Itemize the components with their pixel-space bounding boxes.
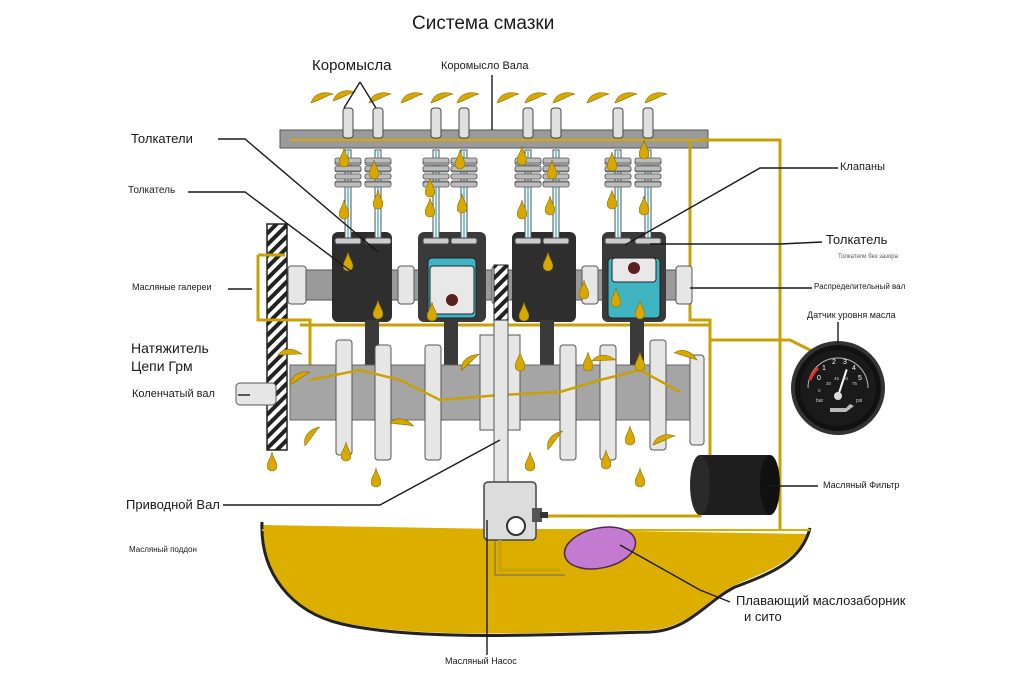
- label-timing-tensioner-1: Натяжитель: [131, 340, 209, 356]
- oil-drop-icon: [644, 92, 668, 104]
- oil-drop-icon: [496, 92, 520, 104]
- oil-drop-icon: [586, 92, 610, 104]
- cylinder-4: [602, 232, 666, 322]
- oil-drop-icon: [430, 92, 454, 104]
- oil-drop-icon: [525, 452, 535, 472]
- oil-pan: [262, 525, 808, 634]
- gauge-needle: [837, 369, 848, 397]
- cylinder-3: [512, 232, 576, 322]
- oil-drop-icon: [614, 92, 638, 104]
- valve-3: [422, 107, 450, 245]
- gauge-unit-psi: psi: [856, 398, 862, 404]
- oil-drop-icon: [267, 452, 277, 472]
- oil-drop-icon: [456, 92, 480, 104]
- gauge-inner-1: 30: [826, 381, 832, 386]
- label-timing-tensioner-2: Цепи Грм: [131, 358, 193, 374]
- label-valves: Клапаны: [840, 161, 885, 173]
- gauge-inner-4: 75: [852, 381, 858, 386]
- oil-drop-icon: [400, 92, 424, 104]
- oil-drop-icon: [635, 468, 645, 488]
- oil-line-right: [698, 138, 782, 530]
- valve-8: [634, 107, 662, 245]
- crankshaft: [235, 334, 705, 461]
- oil-drop-icon: [583, 352, 593, 372]
- timing-chain: [266, 223, 288, 451]
- label-rocker-shaft: Коромысло Вала: [441, 60, 529, 72]
- gauge-tick-5: 5: [858, 375, 862, 382]
- valve-5: [514, 107, 542, 245]
- oil-can-icon: [830, 404, 854, 412]
- label-oil-level-sensor: Датчик уровня масла: [807, 310, 896, 320]
- oil-drop-icon: [625, 426, 635, 446]
- oil-pump: [483, 481, 548, 541]
- oil-drop-icon: [299, 425, 325, 447]
- gauge-inner-3: 60: [843, 376, 849, 381]
- floating-pickup: [563, 526, 637, 570]
- valve-7: [604, 107, 632, 245]
- gauge-inner-0: 0: [818, 388, 821, 393]
- leader-lines: [188, 75, 839, 655]
- label-oil-galleries: Масляные галереи: [132, 282, 212, 292]
- gauge-tick-0: 0: [817, 375, 821, 382]
- label-pickup-2: и сито: [744, 609, 782, 624]
- oil-drop-icon: [371, 468, 381, 488]
- oil-pan-outline: [260, 521, 812, 637]
- cylinder-2: [418, 232, 486, 322]
- label-oil-pump: Масляный Насос: [445, 656, 517, 666]
- oil-drop-icon: [517, 146, 527, 166]
- label-pushrods: Толкатели: [131, 131, 193, 146]
- label-camshaft: Распределительный вал: [814, 282, 906, 291]
- label-pickup-1: Плавающий маслозаборник: [736, 593, 906, 608]
- label-rockers: Коромысла: [312, 57, 392, 74]
- gauge-tick-2: 2: [832, 359, 836, 366]
- oil-drop-icon: [524, 92, 548, 104]
- cylinder-1: [332, 232, 392, 322]
- oil-drop-icon: [310, 92, 334, 104]
- gauge-tick-4: 4: [852, 365, 856, 372]
- oil-filter: [690, 455, 780, 515]
- oil-drop-icon: [552, 92, 576, 104]
- oil-level-gauge: 0 1 2 3 4 5 0 30 45 60 75 bar psi: [791, 341, 885, 435]
- label-pushrod: Толкатель: [128, 185, 176, 196]
- gauge-tick-1: 1: [822, 365, 826, 372]
- gauge-unit-bar: bar: [816, 398, 824, 404]
- label-drive-shaft: Приводной Вал: [126, 497, 220, 512]
- gauge-inner-2: 45: [834, 376, 840, 381]
- valve-6: [542, 107, 570, 245]
- label-oil-filter: Масляный Фильтр: [823, 480, 900, 490]
- label-lifter-sub: Толкатели без зазора: [838, 254, 898, 260]
- valve-train: [334, 107, 662, 245]
- gauge-tick-3: 3: [843, 359, 847, 366]
- diagram-title: Система смазки: [412, 13, 555, 34]
- label-oil-pan: Масляный поддон: [129, 545, 197, 554]
- label-crankshaft: Коленчатый вал: [132, 388, 215, 400]
- label-lifter: Толкатель: [826, 232, 888, 247]
